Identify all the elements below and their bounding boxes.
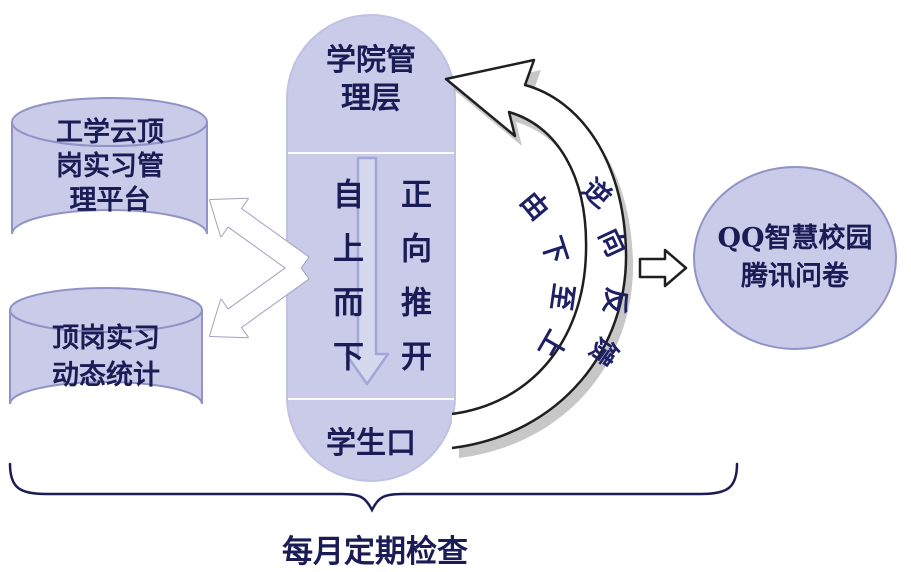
- database-top-line2: 岗实习管: [56, 151, 164, 182]
- capsule-top-line1: 学院管: [326, 43, 416, 78]
- capsule-top-line2: 理层: [341, 81, 401, 116]
- curve-outer-char-1: 逆: [576, 173, 617, 215]
- database-bottom-line1: 顶岗实习: [52, 323, 160, 354]
- database-bottom-line2: 动态统计: [52, 360, 160, 391]
- curve-outer-char-3: 反: [596, 284, 633, 317]
- database-top-label: 工学云顶 岗实习管 理平台: [14, 116, 206, 218]
- survey-label: QQ智慧校园 腾讯问卷: [694, 220, 896, 296]
- capsule-divider-top: [288, 152, 454, 154]
- brace-label: 每月定期检查: [282, 534, 468, 570]
- curve-inner-char-2: 下: [534, 232, 573, 269]
- capsule-left-vertical-label: 自上而下: [327, 178, 363, 394]
- database-top-line3: 理平台: [69, 185, 151, 216]
- curve-inner-char-3: 至: [544, 281, 579, 313]
- curve-inner-char-4: 上: [531, 324, 573, 364]
- capsule-right-vertical-label: 正向推开: [395, 178, 431, 394]
- survey-line1: QQ智慧校园: [717, 223, 873, 254]
- capsule-top-label: 学院管 理层: [286, 42, 456, 118]
- curve-outer-char-4: 馈: [582, 330, 624, 371]
- right-block-arrow: [638, 248, 688, 288]
- capsule-bottom-label: 学生口: [326, 426, 416, 461]
- database-top-line1: 工学云顶: [56, 117, 164, 148]
- curve-inner-char-1: 由: [513, 186, 555, 227]
- capsule-divider-bottom: [288, 398, 454, 400]
- survey-line2: 腾讯问卷: [741, 261, 849, 292]
- curve-outer-char-2: 向: [592, 223, 632, 262]
- database-bottom-label: 顶岗实习 动态统计: [10, 320, 202, 394]
